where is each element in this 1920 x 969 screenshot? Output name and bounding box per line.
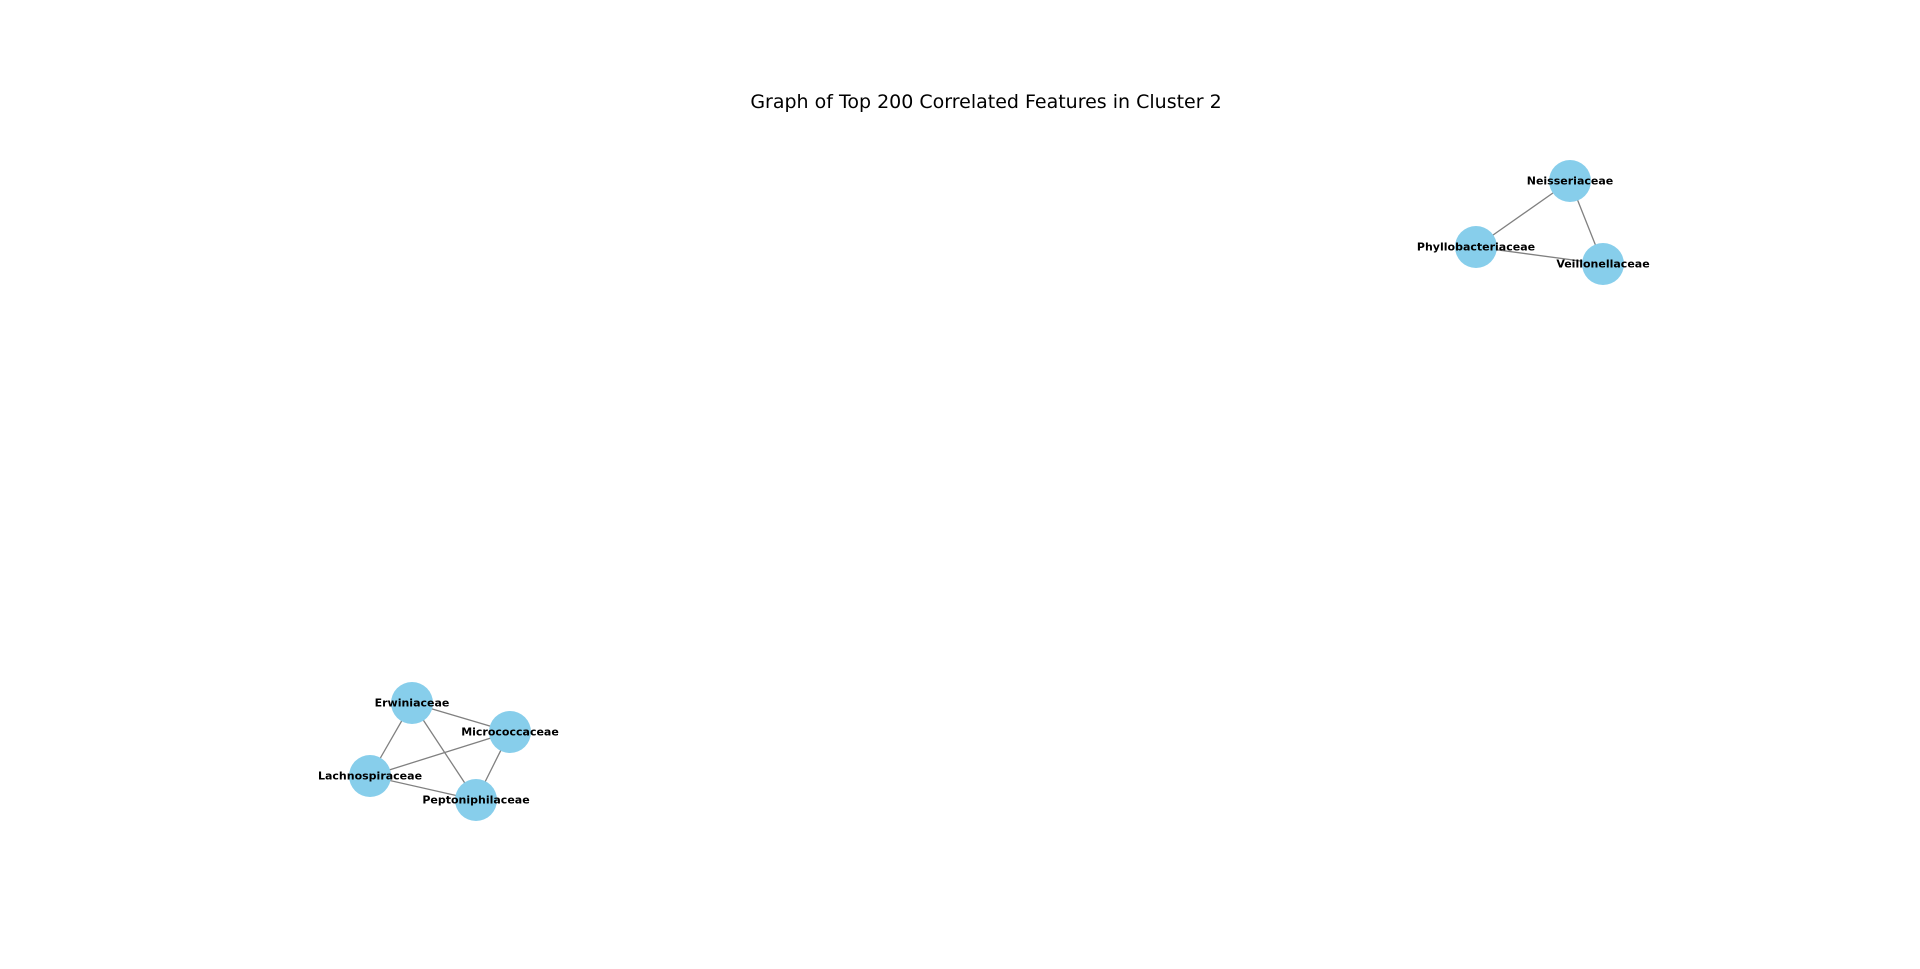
nodes-layer	[349, 160, 1624, 821]
node-label-neisseriaceae: Neisseriaceae	[1527, 175, 1613, 188]
labels-layer: NeisseriaceaePhyllobacteriaceaeVeillonel…	[318, 175, 1650, 807]
node-label-phyllobacteriaceae: Phyllobacteriaceae	[1417, 241, 1535, 254]
node-label-peptoniphilaceae: Peptoniphilaceae	[422, 794, 529, 807]
node-peptoniphilaceae	[455, 779, 497, 821]
edge-micrococcaceae-lachnospiraceae	[369, 731, 511, 777]
node-label-erwiniaceae: Erwiniaceae	[375, 697, 450, 710]
node-label-lachnospiraceae: Lachnospiraceae	[318, 770, 422, 783]
diagram-title: Graph of Top 200 Correlated Features in …	[750, 91, 1221, 113]
node-neisseriaceae	[1549, 160, 1591, 202]
edge-phyllobacteriaceae-veillonellaceae	[1475, 246, 1604, 265]
node-label-micrococcaceae: Micrococcaceae	[461, 726, 559, 739]
node-micrococcaceae	[489, 711, 531, 753]
node-veillonellaceae	[1582, 243, 1624, 285]
node-phyllobacteriaceae	[1455, 226, 1497, 268]
edges-layer	[369, 180, 1604, 801]
node-erwiniaceae	[391, 682, 433, 724]
node-label-veillonellaceae: Veillonellaceae	[1556, 258, 1649, 271]
node-lachnospiraceae	[349, 755, 391, 797]
